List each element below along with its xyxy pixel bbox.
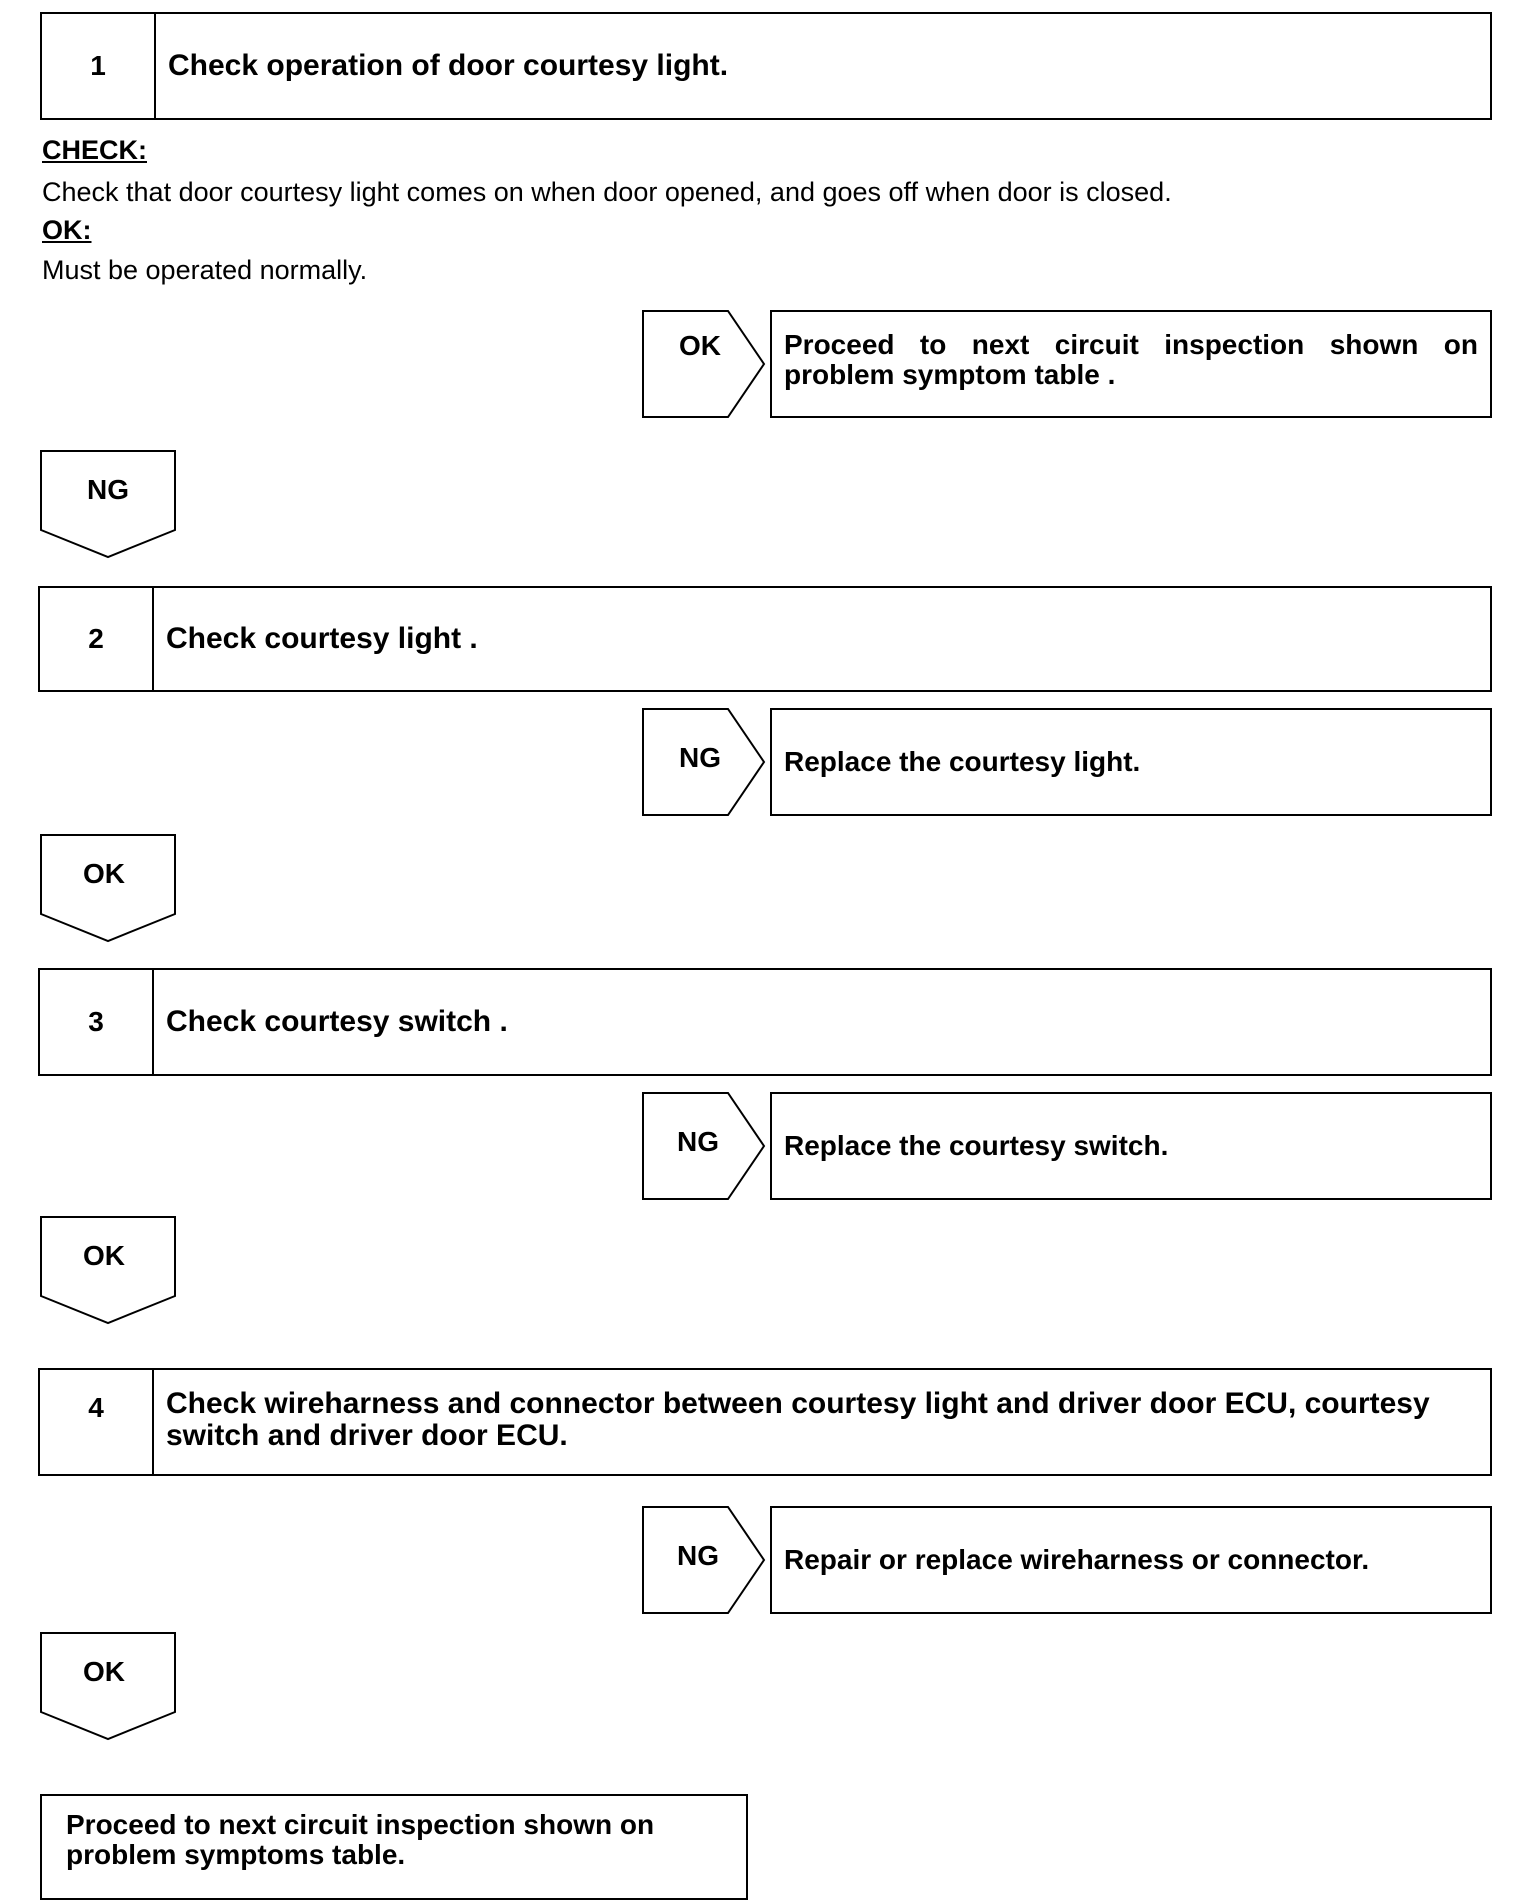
branch-2-right-arrow-icon bbox=[642, 708, 766, 816]
final-result-box: Proceed to next circuit inspection shown… bbox=[40, 1794, 748, 1900]
branch-1-right-arrow-icon bbox=[642, 310, 766, 418]
branch-1-result: Proceed to next circuit inspection shown… bbox=[770, 310, 1492, 418]
step-1-title: Check operation of door courtesy light. bbox=[168, 49, 729, 82]
flow-4-down-arrow-icon bbox=[40, 1632, 176, 1741]
flow-1-down-arrow-icon bbox=[40, 450, 176, 559]
branch-4-right-arrow-icon bbox=[642, 1506, 766, 1614]
ok-label: OK: bbox=[42, 215, 92, 245]
step-3-box: 3 Check courtesy switch . bbox=[38, 968, 1492, 1076]
ok-text: Must be operated normally. bbox=[42, 255, 368, 285]
flow-3-down-arrow-icon bbox=[40, 1216, 176, 1325]
branch-3-label: NG bbox=[677, 1126, 719, 1157]
step-2-number: 2 bbox=[40, 588, 154, 690]
step-2-box: 2 Check courtesy light . bbox=[38, 586, 1492, 692]
flow-3-label: OK bbox=[83, 1240, 125, 1271]
step-2-title: Check courtesy light . bbox=[166, 622, 478, 655]
step-3-number: 3 bbox=[40, 970, 154, 1074]
branch-2-result: Replace the courtesy light. bbox=[770, 708, 1492, 816]
check-label: CHECK: bbox=[42, 135, 147, 165]
branch-2-label: NG bbox=[679, 742, 721, 773]
branch-4-label: NG bbox=[677, 1540, 719, 1571]
step-3-title: Check courtesy switch . bbox=[166, 1005, 508, 1038]
step-4-number: 4 bbox=[40, 1370, 154, 1474]
branch-3-result: Replace the courtesy switch. bbox=[770, 1092, 1492, 1200]
flow-2-label: OK bbox=[83, 858, 125, 889]
step-1-box: 1 Check operation of door courtesy light… bbox=[40, 12, 1492, 120]
branch-3-right-arrow-icon bbox=[642, 1092, 766, 1200]
step-1-number: 1 bbox=[42, 14, 156, 118]
flow-2-down-arrow-icon bbox=[40, 834, 176, 943]
branch-1-label: OK bbox=[679, 330, 721, 361]
step-4-title: Check wireharness and connector between … bbox=[166, 1387, 1430, 1452]
step-4-box: 4 Check wireharness and connector betwee… bbox=[38, 1368, 1492, 1476]
check-text: Check that door courtesy light comes on … bbox=[42, 177, 1172, 207]
branch-4-result: Repair or replace wireharness or connect… bbox=[770, 1506, 1492, 1614]
flow-1-label: NG bbox=[87, 474, 129, 505]
flow-4-label: OK bbox=[83, 1656, 125, 1687]
